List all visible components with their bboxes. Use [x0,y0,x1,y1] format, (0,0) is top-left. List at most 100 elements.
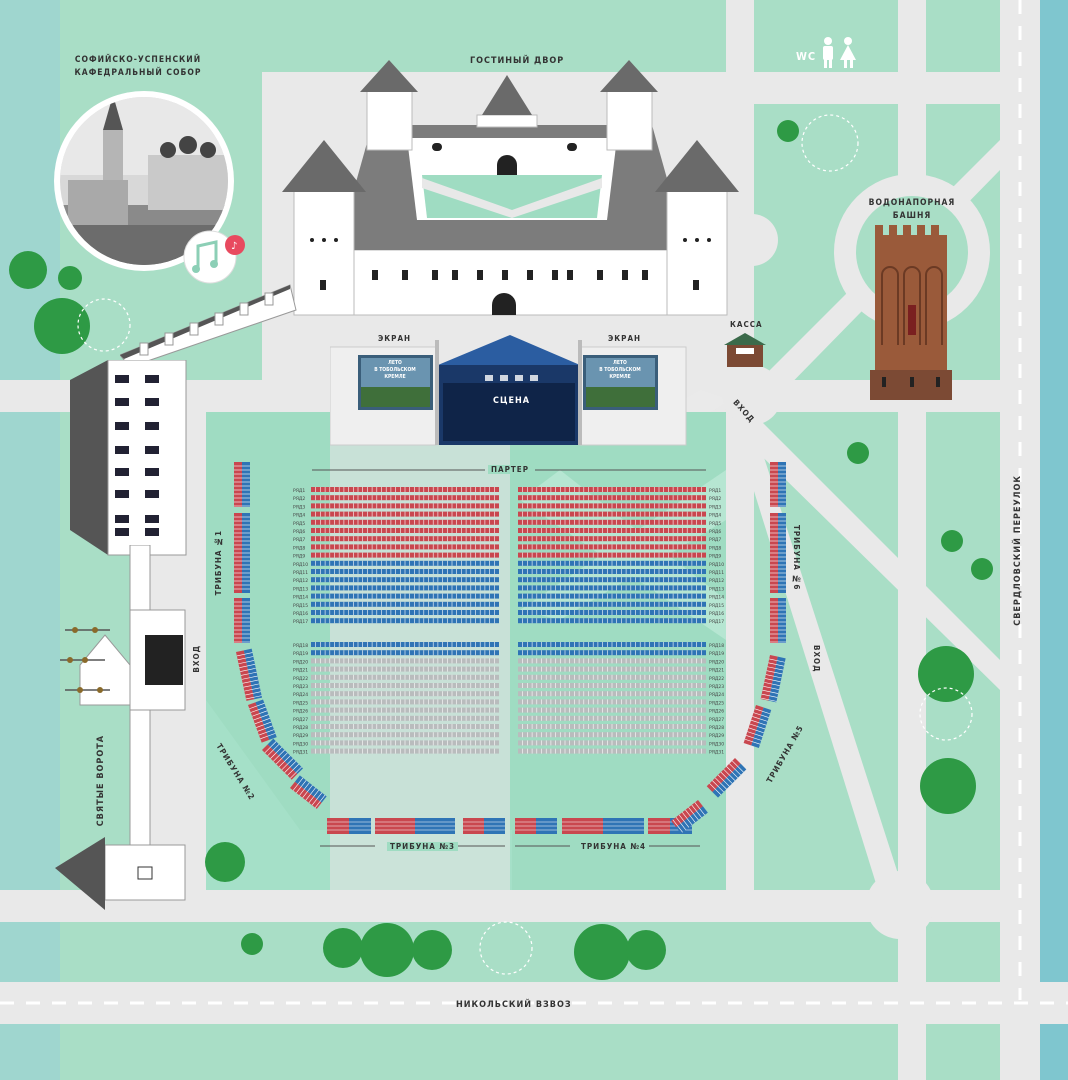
tribune-block[interactable] [463,818,505,834]
tribune-block[interactable] [234,462,250,507]
seat-divider [243,683,260,688]
seat-divider [746,735,762,741]
row-label: РЯД25 [293,700,308,706]
label-screen-left: ЭКРАН [378,334,412,343]
seat-divider [311,792,323,806]
seat-divider [765,674,782,679]
row-label: РЯД9 [293,554,305,560]
tribune-block[interactable] [671,800,708,834]
row-label: РЯД1 [293,488,305,494]
seat-divider [264,741,277,754]
seat-divider [296,780,307,794]
seat-divider [714,777,727,790]
tribune-block[interactable] [290,775,327,809]
tribune-blue-part[interactable] [294,775,327,803]
tribune-block[interactable] [770,513,786,593]
tribune-block[interactable] [770,462,786,507]
tribune-block[interactable] [706,758,747,798]
tribune-block[interactable] [248,699,277,743]
tribune-blue-part[interactable] [778,462,786,507]
label-tribune-6: ТРИБУНА №6 [792,525,801,591]
tribune-block[interactable] [234,598,250,643]
seat-divider [747,731,763,737]
tribune-block[interactable] [234,513,250,593]
row-label: РЯД28 [709,725,724,731]
road-sverdlovsky [1000,0,1040,1080]
row-label: РЯД2 [293,496,305,502]
tribune-block[interactable] [327,818,371,834]
row-label: РЯД6 [293,529,305,535]
seat-divider [763,686,780,690]
seat-divider [764,682,780,687]
tribune-blue-part[interactable] [243,648,263,700]
tribunes[interactable] [234,462,786,834]
tribune-block[interactable] [262,738,304,780]
label-wc: WC [796,50,817,63]
seat-divider [245,691,261,696]
seat-divider [731,760,744,773]
gostiny-dvor-building [282,60,739,316]
label-kassa: КАССА [730,320,763,329]
tribune-red-part[interactable] [234,462,242,507]
tribune-blue-part[interactable] [676,806,708,834]
music-note-icon[interactable] [192,240,218,273]
row-label: РЯД19 [293,651,308,657]
row-label: РЯД9 [709,554,721,560]
seat-divider [748,727,764,734]
row-label: РЯД4 [709,513,721,519]
tribune-blue-part[interactable] [267,738,304,775]
tribune-blue-part[interactable] [242,598,250,643]
seat-divider [760,697,777,702]
kassa-booth[interactable] [724,333,766,369]
label-entrance-left: ВХОД [192,645,201,673]
row-label: РЯД5 [709,521,721,527]
row-label: РЯД24 [709,692,724,698]
seat-divider [752,716,768,722]
seat-divider [254,718,270,725]
seat-divider [292,777,304,791]
seat-divider [308,789,319,803]
tribune-blue-part[interactable] [778,598,786,643]
seat-divider [281,758,294,771]
tribune-blue-part[interactable] [242,462,250,507]
row-label: РЯД4 [293,513,305,519]
seat-divider [769,658,785,663]
tribune-red-part[interactable] [290,781,322,809]
tribune-block[interactable] [375,818,455,834]
holy-gates-building [55,545,186,910]
tribune-blue-part[interactable] [768,656,786,703]
tree-icon [9,114,993,980]
tribune-block[interactable] [236,648,263,701]
row-label: РЯД31 [293,750,308,756]
tribune-block[interactable] [743,705,772,748]
tribune-block[interactable] [760,655,786,703]
tribune-red-part[interactable] [770,462,778,507]
tribune-red-part[interactable] [262,744,298,780]
tribune-block[interactable] [562,818,644,834]
seat-divider [762,689,779,694]
row-labels-right: РЯД1РЯД2РЯД3РЯД4РЯД5РЯД6РЯД7РЯД8РЯД9РЯД1… [709,488,724,756]
left-building [70,360,187,556]
row-label: РЯД2 [709,496,721,502]
parter-right-block[interactable] [518,487,706,754]
row-label: РЯД14 [293,595,308,601]
seat-divider [768,662,785,667]
seat-divider [236,652,253,657]
row-label: РЯД10 [709,562,724,568]
seat-divider [685,809,696,823]
seat-divider [729,763,741,776]
row-label: РЯД6 [709,529,721,535]
tribune-red-part[interactable] [760,655,778,701]
tribune-red-part[interactable] [671,800,703,828]
seat-divider [256,721,272,728]
tribune-block[interactable] [515,818,557,834]
seat-divider [284,761,297,773]
parter-left-block[interactable] [311,487,499,754]
seat-divider [723,769,736,781]
tribune-red-part[interactable] [234,598,242,643]
tribune-block[interactable] [770,598,786,643]
tribune-red-part[interactable] [236,650,255,701]
seat-divider [275,752,288,765]
tribune-red-part[interactable] [770,598,778,643]
